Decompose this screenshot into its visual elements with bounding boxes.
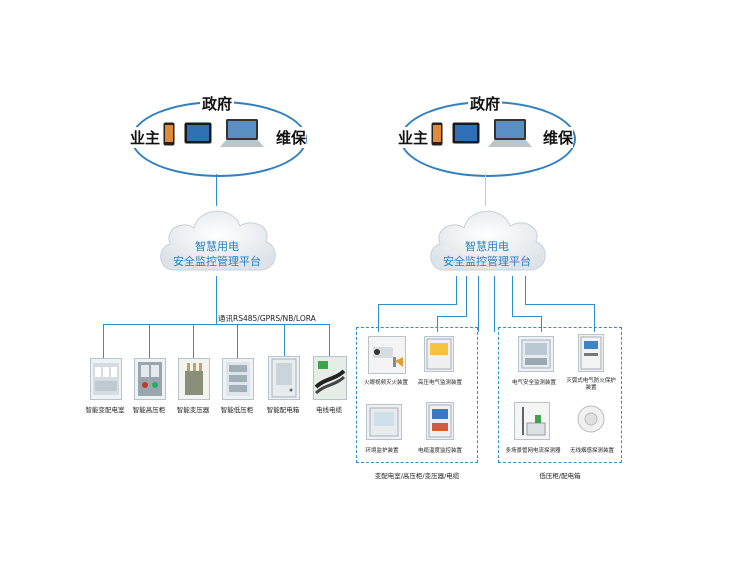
item-label: 电气安全监测装置 — [511, 380, 556, 386]
drop-line — [193, 324, 194, 358]
phone-icon — [431, 122, 443, 146]
wire — [594, 304, 595, 332]
connector-line — [485, 174, 486, 206]
owner-label: 业主 — [130, 127, 161, 148]
connector-line — [216, 174, 217, 206]
current-detector-icon — [514, 402, 550, 440]
cloud-subtitle: 安全监控管理平台 — [443, 255, 531, 268]
group-box-low-voltage — [498, 327, 622, 463]
wire — [437, 316, 467, 317]
device-label: 智能配电箱 — [266, 406, 300, 414]
group-box-substation — [356, 327, 478, 463]
item-label: 电缆温度监控装置 — [417, 448, 462, 454]
wire — [466, 276, 467, 316]
wire — [494, 276, 495, 332]
drop-line — [237, 324, 238, 358]
wire — [525, 276, 526, 304]
cloud-subtitle: 安全监控管理平台 — [173, 255, 261, 268]
drop-line — [284, 324, 285, 358]
cloud-platform-icon — [160, 210, 276, 271]
device-label: 智能变配电室 — [85, 406, 125, 414]
wire — [512, 316, 542, 317]
cable-temp-icon — [426, 402, 454, 440]
transformer-icon — [178, 358, 210, 400]
maintenance-label: 维保 — [543, 127, 574, 148]
wire — [378, 304, 457, 305]
laptop-icon — [220, 119, 264, 147]
cloud-title: 智慧用电 — [465, 240, 509, 253]
bus-line — [103, 324, 329, 325]
device-label: 电线电缆 — [316, 406, 342, 414]
hv-monitor-icon — [424, 336, 454, 372]
tablet-icon — [452, 122, 480, 144]
laptop-icon — [488, 119, 532, 147]
low-voltage-cabinet-icon — [222, 358, 254, 400]
item-label: 环境监护装置 — [365, 448, 399, 454]
item-label: 高压电气监测装置 — [417, 380, 462, 386]
wire — [478, 276, 479, 332]
item-label: 火眼视频灭火装置 — [363, 380, 408, 386]
wire — [437, 316, 438, 332]
item-label: 灭弧式电气防火保护装置 — [566, 378, 616, 391]
cloud-platform-icon — [430, 210, 546, 271]
maintenance-label: 维保 — [276, 127, 307, 148]
safety-monitor-icon — [518, 336, 554, 372]
wire — [378, 304, 379, 332]
cable-icon — [313, 356, 347, 400]
government-label: 政府 — [200, 93, 235, 114]
bus-trunk-line — [216, 276, 217, 324]
cloud-title: 智慧用电 — [195, 240, 239, 253]
distribution-box-icon — [268, 356, 300, 400]
group-caption: 低压柜/配电箱 — [539, 472, 581, 480]
device-label: 智能变压器 — [176, 406, 210, 414]
arc-protection-icon — [578, 334, 604, 372]
drop-line — [149, 324, 150, 358]
tablet-icon — [184, 122, 212, 144]
phone-icon — [163, 122, 175, 146]
smoke-detector-icon — [576, 404, 606, 434]
wire — [512, 276, 513, 316]
device-label: 智能低压柜 — [220, 406, 254, 414]
wire — [525, 304, 595, 305]
bus-protocol-label: 通讯RS485/GPRS/NB/LORA — [218, 314, 316, 323]
government-label: 政府 — [468, 93, 503, 114]
switchgear-room-icon — [90, 358, 122, 400]
env-monitor-icon — [366, 404, 402, 440]
group-caption: 变配电室/高压柜/变压器/电缆 — [374, 472, 460, 480]
item-label: 多场景管网电流探测器 — [505, 448, 561, 454]
wire — [456, 276, 457, 304]
device-label: 智能高压柜 — [132, 406, 166, 414]
drop-line — [329, 324, 330, 358]
owner-label: 业主 — [398, 127, 429, 148]
drop-line — [103, 324, 104, 358]
high-voltage-cabinet-icon — [134, 358, 166, 400]
item-label: 无线烟感探测装置 — [569, 448, 614, 454]
wire — [541, 316, 542, 332]
camera-icon — [368, 336, 406, 374]
